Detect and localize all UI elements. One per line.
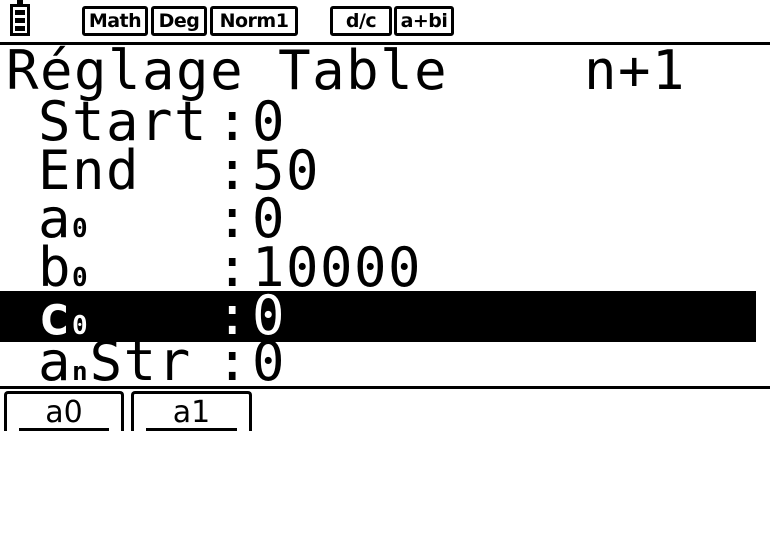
f1-a0-button[interactable]: a0 xyxy=(4,391,124,431)
setting-label: b0 xyxy=(38,236,90,299)
setting-value[interactable]: 10000 xyxy=(252,236,423,299)
f2-a1-button[interactable]: a1 xyxy=(131,391,252,431)
setting-label: c0 xyxy=(38,284,90,347)
setting-row-c0-selected[interactable]: c0 : 0 xyxy=(0,284,756,347)
page-title: Réglage Table n+1 xyxy=(6,39,766,102)
status-bar: Math Deg Norm1 d/c a+bi xyxy=(0,0,770,42)
setting-label: anStr xyxy=(38,330,192,393)
setting-row-a0[interactable]: a0 : 0 xyxy=(0,187,756,250)
setting-separator: : xyxy=(216,90,249,153)
setting-value[interactable]: 0 xyxy=(252,284,287,347)
menu-divider xyxy=(0,386,770,389)
setting-label: a0 xyxy=(38,187,90,250)
title-text: Réglage Table xyxy=(6,39,449,102)
setting-value[interactable]: 0 xyxy=(252,187,287,250)
setting-value[interactable]: 0 xyxy=(252,330,287,393)
display-format-badge: Norm1 xyxy=(210,6,298,36)
setting-label: Start xyxy=(38,90,209,153)
angle-unit-badge: Deg xyxy=(151,6,207,36)
setting-label: End xyxy=(38,139,141,202)
setting-value[interactable]: 50 xyxy=(252,139,321,202)
setting-separator: : xyxy=(216,187,249,250)
setting-separator: : xyxy=(216,284,249,347)
setting-row-b0[interactable]: b0 : 10000 xyxy=(0,236,756,299)
battery-icon xyxy=(10,0,30,36)
setting-separator: : xyxy=(216,330,249,393)
setting-row-end[interactable]: End : 50 xyxy=(0,139,756,202)
setting-separator: : xyxy=(216,139,249,202)
complex-mode-badge: a+bi xyxy=(394,6,454,36)
setting-row-an-start[interactable]: anStr : 0 xyxy=(0,330,756,393)
fraction-format-badge: d/c xyxy=(330,6,392,36)
setting-row-start[interactable]: Start : 0 xyxy=(0,90,756,153)
setting-separator: : xyxy=(216,236,249,299)
setting-value[interactable]: 0 xyxy=(252,90,287,153)
math-mode-badge: Math xyxy=(82,6,148,36)
recursion-type: n+1 xyxy=(584,39,687,102)
status-divider xyxy=(0,42,770,45)
